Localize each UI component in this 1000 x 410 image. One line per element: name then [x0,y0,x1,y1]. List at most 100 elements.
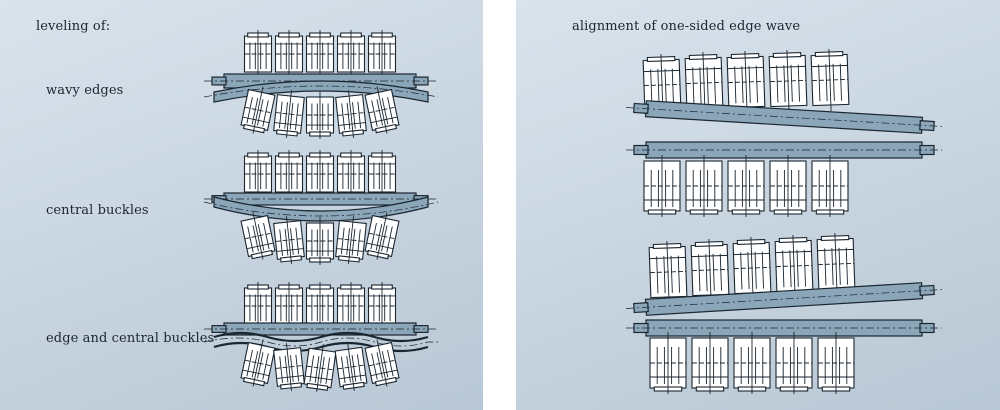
drawing-line [325,357,331,385]
drawing-line [376,352,383,379]
drawing-line [748,65,751,103]
drawing-line [306,365,334,371]
drawing-line [346,102,351,130]
drawing-line [713,66,716,104]
top-cassette [774,235,814,297]
drawing-line [625,107,943,127]
drawing-line [705,254,708,292]
drawing-line [792,235,796,297]
bottom-cassette [727,155,765,217]
top-cassette [305,30,335,78]
top-cassette [274,30,304,78]
bottom-cassette [685,155,723,217]
bottom-cassette [273,90,305,138]
bottom-cassette [273,216,305,264]
lower-work-roll [203,80,439,103]
drawing-line [387,349,394,377]
drawing-line [246,96,253,124]
bottom-cassette [364,212,400,260]
drawing-line [677,255,680,293]
drawing-line [340,227,345,255]
bottom-cassette [364,339,400,387]
drawing-line [252,225,259,252]
lower-work-roll [203,196,439,222]
roll-outline [203,85,439,98]
drawing-line [754,251,757,289]
drawing-line [832,63,835,101]
right-heading: alignment of one-sided edge wave [572,19,801,34]
roll-outline [213,80,429,103]
drawing-line [368,359,396,367]
top-cassette [336,150,366,198]
roller-set-edge-and-central-buckles [203,282,438,392]
drawing-line [341,103,345,130]
drawing-line [286,343,292,391]
drawing-line [347,343,355,391]
drawing-line [257,224,265,251]
top-cassette [732,237,772,299]
drawing-line [755,65,758,103]
drawing-line [786,50,790,112]
drawing-line [309,355,315,382]
drawing-line [252,86,264,134]
top-cassette [816,233,856,295]
top-cassette [367,30,397,78]
bottom-cassette [817,332,855,394]
drawing-line [671,68,674,106]
drawing-line [698,254,701,292]
drawing-line [247,226,254,253]
drawing-line [741,66,744,104]
drawing-line [825,64,828,102]
drawing-line [284,228,289,256]
drawing-line [845,247,848,285]
lower-work-roll [626,319,942,337]
drawing-line [252,339,264,387]
bottom-cassette [733,332,771,394]
drawing-line [625,289,943,309]
drawing-line [340,356,346,384]
bottom-cassette [691,332,729,394]
drawing-line [712,253,715,291]
right-roller-diagrams [625,49,943,394]
drawing-line [761,251,764,289]
top-cassette [367,150,397,198]
roller-set-lower-tilted [625,233,943,394]
roller-set-upper-tilted [625,49,943,217]
drawing-line [290,355,294,382]
bottom-cassette [305,217,335,265]
drawing-line [257,99,264,126]
drawing-line [776,65,779,103]
drawing-line [381,98,389,125]
drawing-line [351,355,357,382]
drawing-line [797,64,800,102]
bottom-cassette [240,212,276,260]
drawing-line [663,256,666,294]
drawing-line [348,216,354,264]
bottom-cassette [335,90,367,138]
drawing-line [314,356,320,383]
top-cassette [305,150,335,198]
drawing-line [275,112,303,116]
drawing-shape [645,141,923,159]
drawing-line [796,249,799,287]
drawing-line [664,68,667,106]
drawing-line [263,222,270,250]
right-panel: alignment of one-sided edge wave [516,0,1000,410]
bottom-cassette [240,339,276,387]
drawing-line [783,65,786,103]
drawing-line [262,353,269,380]
drawing-line [828,49,832,111]
drawing-line [348,90,354,138]
drawing-line [370,222,377,250]
roll-outline [213,331,429,343]
drawing-line [346,355,351,383]
drawing-line [666,241,670,303]
drawing-line [244,106,272,114]
drawing-line [371,100,378,127]
drawing-line [657,69,660,107]
drawing-line [251,98,259,125]
drawing-line [719,253,722,291]
drawing-line [376,212,388,260]
drawing-line [289,102,294,130]
top-cassette [367,282,397,330]
